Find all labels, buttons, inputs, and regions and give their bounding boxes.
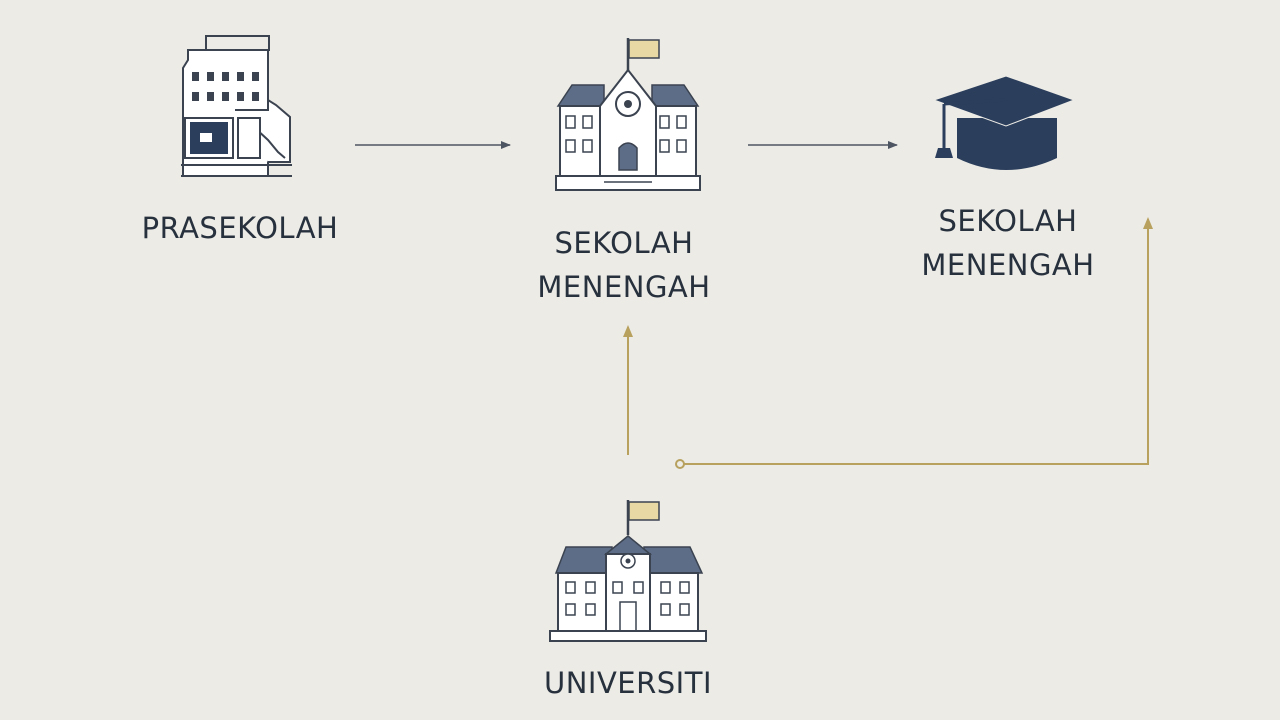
node-label-line: MENENGAH [921, 248, 1095, 282]
node-label-universiti: UNIVERSITI [478, 661, 778, 705]
node-label-line: MENENGAH [537, 270, 711, 304]
node-label-line: SEKOLAH [938, 204, 1078, 238]
connector-start-dot [675, 459, 685, 469]
graduation-cap-icon [932, 75, 1076, 170]
node-label-prasekolah: PRASEKOLAH [90, 206, 390, 250]
university-building-icon [549, 500, 707, 642]
school-building-icon [555, 38, 701, 191]
apartment-building-icon [181, 35, 292, 177]
arrow-universiti-to-sekolah-menengah-right [680, 217, 1153, 465]
node-label-line: PRASEKOLAH [141, 211, 339, 245]
node-label-sekolah-menengah-2: SEKOLAH MENENGAH [858, 199, 1158, 287]
node-label-line: SEKOLAH [554, 226, 694, 260]
node-label-line: UNIVERSITI [543, 666, 712, 700]
node-label-sekolah-menengah-1: SEKOLAH MENENGAH [474, 221, 774, 309]
